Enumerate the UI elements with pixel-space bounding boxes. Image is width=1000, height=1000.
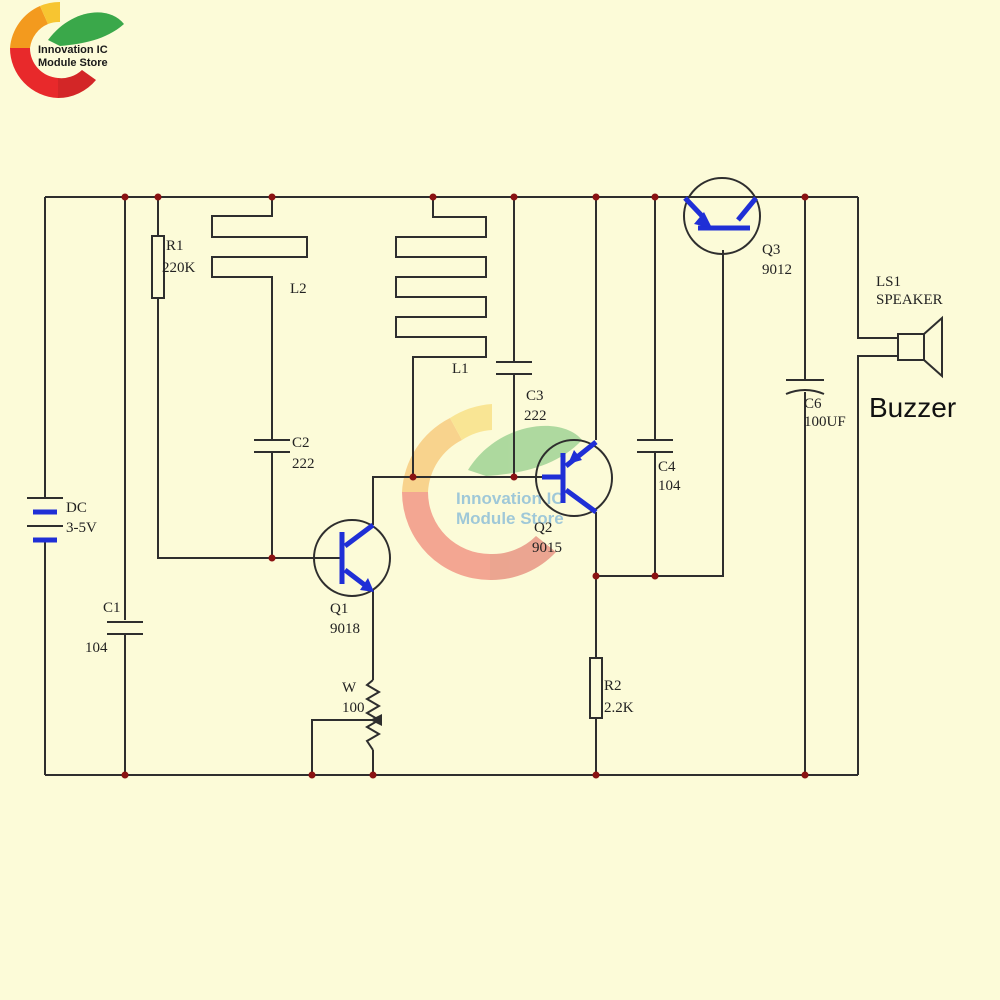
r2-resistor-symbol [589,657,603,719]
c2-capacitor-symbol [254,439,290,453]
q2-ref-label: Q2 [534,520,552,536]
c2-value-label: 222 [292,456,315,472]
q3-value-label: 9012 [762,262,792,278]
q3-ref-label: Q3 [762,242,780,258]
c4-ref-label: C4 [658,459,676,475]
watermark [402,404,582,581]
c3-value-label: 222 [524,408,547,424]
c1-capacitor-symbol [107,621,143,635]
watermark-text-line2: Module Store [456,509,564,528]
w-ref-label: W [342,680,357,696]
c6-ref-label: C6 [804,396,822,412]
wires [44,196,898,776]
c1-ref-label: C1 [103,600,121,616]
q2-value-label: 9015 [532,540,562,556]
watermark-text-line1: Innovation IC [456,489,564,508]
c4-value-label: 104 [658,478,681,494]
ls1-speaker-symbol [897,315,943,379]
q1-ref-label: Q1 [330,601,348,617]
q1-transistor-symbol [313,519,391,597]
c6-capacitor-symbol [785,379,825,395]
junction-dots [121,193,809,779]
w-potentiometer-symbol [365,679,381,751]
r2-value-label: 2.2K [604,700,634,716]
r2-ref-label: R2 [604,678,622,694]
c3-capacitor-symbol [496,361,532,375]
c2-ref-label: C2 [292,435,310,451]
logo-text-line2: Module Store [38,57,108,69]
w-wiper-arrow [370,714,382,726]
r1-resistor-symbol [151,235,165,299]
ls1-value-label: SPEAKER [876,292,943,308]
dc-battery-symbol [27,497,63,543]
l2-ref-label: L2 [290,281,307,297]
q1-value-label: 9018 [330,621,360,637]
dc-ref-label: DC [66,500,87,516]
q3-transistor-symbol [683,177,761,255]
r1-ref-label: R1 [166,238,184,254]
q2-transistor-symbol [535,439,613,517]
c1-value-label: 104 [85,640,108,656]
logo-text-line1: Innovation IC [38,44,108,56]
c3-ref-label: C3 [526,388,544,404]
c6-value-label: 100UF [804,414,846,430]
w-value-label: 100 [342,700,365,716]
ls1-ref-label: LS1 [876,274,901,290]
r1-value-label: 220K [162,260,196,276]
c4-capacitor-symbol [637,439,673,453]
dc-value-label: 3-5V [66,520,97,536]
buzzer-annotation: Buzzer [869,392,956,423]
store-logo: Innovation IC Module Store [9,1,124,98]
l1-ref-label: L1 [452,361,469,377]
